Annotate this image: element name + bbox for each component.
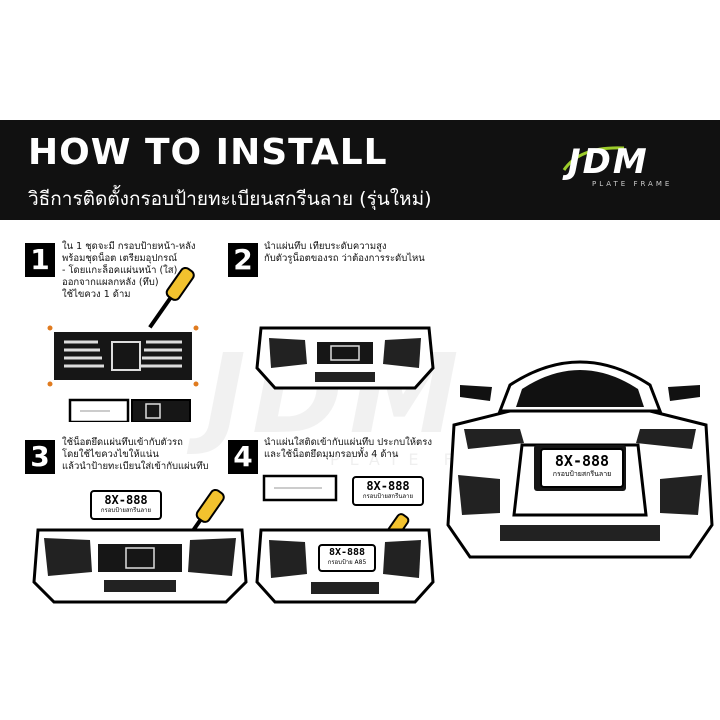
step-4-text: นำแผ่นใสติดเข้ากับแผ่นทึบ ประกบให้ตรง แล…: [264, 437, 432, 460]
page-title: HOW TO INSTALL: [28, 132, 388, 173]
header-banner: HOW TO INSTALL วิธีการติดตั้งกรอบป้ายทะเ…: [0, 120, 720, 220]
jdm-logo-icon: [562, 146, 625, 171]
plate-province: กรอบป้ายสกรีนลาย: [100, 507, 152, 514]
step-1-text: ใน 1 ชุดจะมี กรอบป้ายหน้า-หลัง พร้อมชุดน…: [62, 241, 196, 300]
step-2-text: นำแผ่นทึบ เทียบระดับความสูง กับตัวรูน็อต…: [264, 241, 425, 264]
plate-province: กรอบป้าย A85: [327, 559, 367, 566]
screwdriver-icon: [148, 266, 195, 329]
logo-text: JDM: [568, 142, 649, 182]
corner-arrows: [47, 325, 199, 387]
step-3-text: ใช้น็อตยึดแผ่นทึบเข้ากับตัวรถ โดยใช้ไขคว…: [62, 437, 209, 472]
step-3-number: 3: [25, 440, 55, 474]
step-1-illustration: [47, 266, 199, 422]
plate-number: 8X-888: [366, 479, 410, 493]
page-subtitle: วิธีการติดตั้งกรอบป้ายทะเบียนสกรีนลาย (ร…: [28, 188, 432, 210]
logo-tagline: PLATE FRAME: [592, 180, 673, 188]
step-4-clear-plate: [262, 474, 338, 502]
step-3-illustration: [32, 488, 248, 604]
step-4-number: 4: [228, 440, 258, 474]
plate-number: 8X-888: [104, 493, 148, 507]
back-plate: [54, 332, 192, 380]
step-2-number: 2: [228, 243, 258, 277]
jdm-logo: JDM PLATE FRAME: [560, 140, 690, 189]
step-4-car-plate: 8X-888 กรอบป้าย A85: [318, 544, 376, 572]
plate-number: 8X-888: [554, 452, 610, 470]
main-car-plate: 8X-888 กรอบป้ายสกรีนลาย: [540, 448, 624, 488]
plate-province: กรอบป้ายสกรีนลาย: [552, 470, 612, 478]
step-3-plate: 8X-888 กรอบป้ายสกรีนลาย: [90, 490, 162, 520]
step-1-number: 1: [25, 243, 55, 277]
plate-number: 8X-888: [328, 547, 366, 558]
plate-stripes: [64, 340, 182, 368]
step-2-car: [255, 326, 435, 390]
dark-plate-small: [131, 399, 191, 422]
plate-province: กรอบป้ายสกรีนลาย: [362, 493, 414, 500]
step-4-plate: 8X-888 กรอบป้ายสกรีนลาย: [352, 476, 424, 506]
